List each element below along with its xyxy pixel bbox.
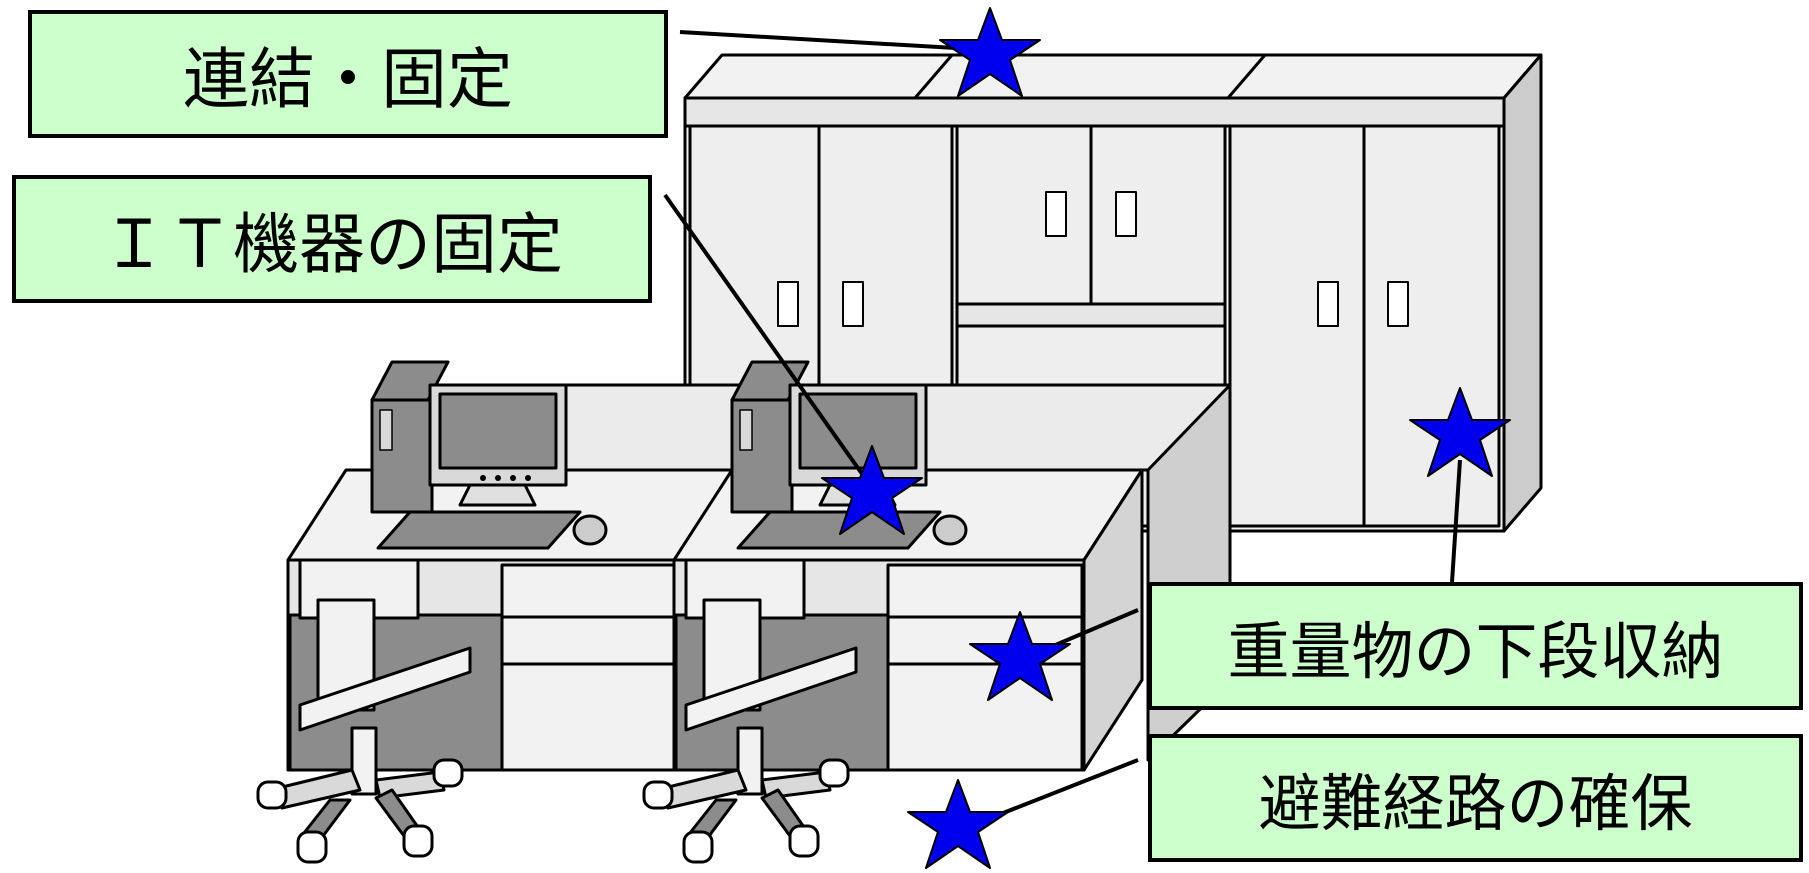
door-handle [777, 281, 799, 327]
chair-seat [298, 646, 472, 732]
star-marker-icon [821, 445, 923, 535]
chair-wheel [642, 780, 674, 810]
door-handle [1115, 191, 1137, 237]
door-handle [1045, 191, 1067, 237]
leader-line-heavy-2 [1450, 459, 1462, 583]
desk-drawer [886, 615, 1084, 666]
chair-right [642, 558, 858, 864]
star-marker-icon [1409, 387, 1511, 477]
door-handle [842, 281, 864, 327]
chair-left [256, 558, 472, 864]
label-heavy-lower-storage: 重量物の下段収納 [1148, 582, 1803, 710]
monitor-stand [458, 483, 537, 507]
chair-wheel [402, 824, 434, 858]
star-markers [821, 7, 1511, 869]
desk-drawer [500, 563, 698, 619]
chair-wheel [788, 824, 820, 858]
monitor-screen [798, 392, 918, 470]
desk-drawer [500, 615, 698, 666]
desk-drawer [886, 662, 1084, 772]
keyboard-icon [736, 510, 942, 550]
chair-wheel [296, 830, 328, 864]
chair-seat [684, 646, 858, 732]
desk-drawer [886, 563, 1084, 619]
cabinet-header [683, 96, 1506, 128]
chair-wheel [432, 758, 464, 788]
door-handle [1317, 281, 1339, 327]
cabinet-top-divider [913, 54, 954, 99]
cabinet-middle-shelf [955, 302, 1227, 328]
leader-line-it [663, 193, 874, 490]
cabinet-top-divider [1226, 54, 1267, 99]
mouse-icon [572, 514, 608, 546]
mouse-icon [932, 514, 968, 546]
star-marker-icon [939, 7, 1041, 97]
desk-drawer [500, 662, 698, 772]
cabinet-side [1502, 53, 1543, 533]
cabinet-group [683, 53, 1543, 533]
star-marker-icon [907, 779, 1009, 869]
chair-wheel [256, 780, 288, 810]
computer-left [370, 360, 608, 550]
label-it-equipment-fix: ＩＴ機器の固定 [12, 175, 652, 303]
keyboard-icon [376, 510, 582, 550]
label-connect-fix: 連結・固定 [28, 10, 668, 138]
star-marker-icon [969, 611, 1071, 701]
label-evacuation-route: 避難経路の確保 [1148, 734, 1803, 862]
chair-wheel [682, 830, 714, 864]
leader-line-connect [679, 30, 991, 52]
chair-wheel [818, 758, 850, 788]
door-handle [1387, 281, 1409, 327]
cabinet-top [683, 53, 1543, 100]
monitor-screen [438, 392, 558, 470]
